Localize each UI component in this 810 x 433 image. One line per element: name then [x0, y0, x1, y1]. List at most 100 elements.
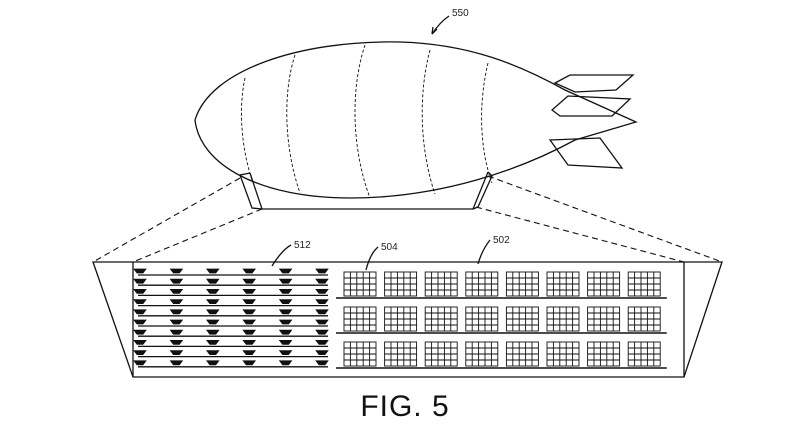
- shelving-unit: [587, 306, 621, 332]
- drone: [315, 278, 329, 284]
- drone: [133, 360, 147, 366]
- shelving-unit: [343, 271, 377, 297]
- drone-bay: [133, 268, 329, 368]
- drone: [133, 319, 147, 325]
- drone: [315, 309, 329, 315]
- shelving-unit: [424, 341, 458, 367]
- drone: [206, 319, 220, 325]
- drone: [242, 278, 256, 284]
- drone: [206, 268, 220, 274]
- drone: [278, 299, 293, 304]
- drone: [169, 350, 184, 355]
- drone: [169, 329, 184, 335]
- shelving-unit: [343, 306, 377, 332]
- drone: [278, 278, 293, 284]
- airship-ribs: [241, 44, 493, 199]
- drone: [242, 299, 256, 304]
- drone: [206, 309, 220, 315]
- cargo-hold-inner-walls: [132, 262, 685, 377]
- drone: [133, 309, 147, 315]
- label-arrowhead-airship: [431, 26, 438, 35]
- drone: [169, 319, 184, 325]
- drone: [169, 340, 184, 345]
- shelving-unit: [424, 271, 458, 297]
- shelving-unit: [546, 341, 580, 367]
- shelving-area: [336, 271, 667, 369]
- drone: [169, 299, 184, 304]
- drone: [278, 268, 293, 274]
- drone: [315, 340, 329, 345]
- drone: [315, 329, 329, 335]
- label-leader-storage-area: [477, 239, 491, 265]
- drone: [315, 299, 329, 304]
- projection-lines: [92, 175, 723, 263]
- label-shelving-unit: 504: [381, 242, 398, 253]
- drone: [206, 289, 220, 294]
- drone: [242, 309, 256, 315]
- drone: [242, 360, 256, 366]
- drone: [206, 340, 220, 345]
- shelving-unit: [505, 271, 539, 297]
- shelving-unit: [546, 306, 580, 332]
- drone: [278, 289, 293, 294]
- drone: [278, 350, 293, 355]
- drone: [242, 289, 256, 294]
- label-leader-drone-bay: [271, 244, 292, 267]
- drone: [169, 360, 184, 366]
- shelving-unit: [546, 271, 580, 297]
- shelving-unit: [424, 306, 458, 332]
- drone: [242, 329, 256, 335]
- shelving-unit: [627, 271, 661, 297]
- airship-fins: [548, 74, 635, 169]
- shelving-unit: [384, 271, 418, 297]
- cargo-hold: [92, 261, 723, 378]
- drone: [242, 268, 256, 274]
- drone: [278, 309, 293, 315]
- drone: [315, 268, 329, 274]
- drone: [206, 329, 220, 335]
- drone: [133, 278, 147, 284]
- drone: [315, 350, 329, 355]
- shelving-unit: [505, 306, 539, 332]
- airship: [194, 41, 638, 210]
- shelving-unit: [587, 341, 621, 367]
- drone: [169, 268, 184, 274]
- drone: [206, 278, 220, 284]
- shelving-unit: [505, 341, 539, 367]
- drone: [242, 350, 256, 355]
- label-leader-shelving-unit: [365, 246, 379, 271]
- drone: [133, 268, 147, 274]
- drone: [169, 289, 184, 294]
- drone: [315, 360, 329, 366]
- drone: [206, 360, 220, 366]
- drone: [133, 340, 147, 345]
- drone: [169, 278, 184, 284]
- drone: [133, 299, 147, 304]
- drone: [206, 299, 220, 304]
- drone: [133, 329, 147, 335]
- label-storage-area: 502: [493, 235, 510, 246]
- label-airship: 550: [452, 8, 469, 19]
- drone: [315, 289, 329, 294]
- drone: [133, 350, 147, 355]
- shelving-unit: [465, 306, 499, 332]
- label-drone-bay: 512: [294, 240, 311, 251]
- drone: [242, 340, 256, 345]
- drone: [206, 350, 220, 355]
- drone: [169, 309, 184, 315]
- shelving-unit: [343, 341, 377, 367]
- shelving-unit: [587, 271, 621, 297]
- shelving-unit: [384, 341, 418, 367]
- drone: [278, 340, 293, 345]
- drone: [278, 319, 293, 325]
- drone: [278, 360, 293, 366]
- shelving-unit: [627, 341, 661, 367]
- drone: [133, 289, 147, 294]
- figure-caption: FIG. 5: [360, 390, 450, 423]
- drone: [242, 319, 256, 325]
- airship-envelope: [194, 41, 638, 199]
- shelving-unit: [384, 306, 418, 332]
- drone: [315, 319, 329, 325]
- drone: [278, 329, 293, 335]
